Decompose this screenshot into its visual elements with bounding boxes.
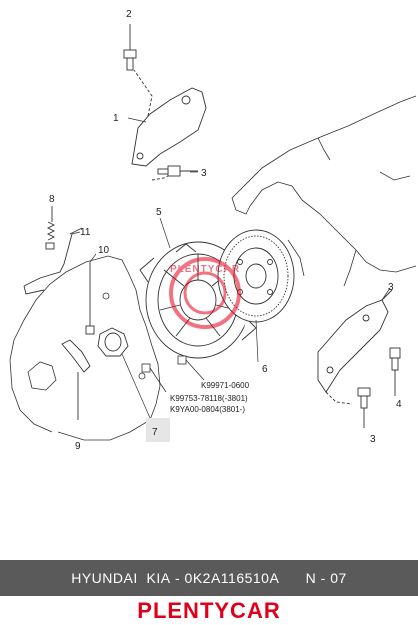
footer-gap [279,570,305,586]
callout-3-bottom: 3 [370,434,376,445]
leader-lines [69,117,391,419]
part-number-k9ya00: K9YA00-0804(3801-) [170,405,245,414]
bolt-middle [157,165,198,177]
release-fork-assembly [23,206,129,420]
watermark-logo: PLENTYCAR [169,257,241,329]
transmission-housing [231,95,417,287]
bolt-top [123,24,137,71]
callout-4: 4 [396,399,402,410]
exploded-parts-diagram: PLENTYCAR 2 1 3 8 5 11 10 3 6 4 7 3 9 K9… [9,9,417,452]
callout-2: 3 [388,282,394,293]
callout-numbers: 2 1 3 8 5 11 10 3 6 4 7 3 9 [49,9,402,452]
bracket-part-2 [317,289,393,405]
callout-5: 5 [156,207,162,218]
bolt-bottom-right [357,387,371,428]
part-number-annotations: K99971-0600 K99753-78118(-3801) K9YA00-0… [170,381,250,414]
callout-7: 7 [152,427,158,438]
part-number-k99753: K99753-78118(-3801) [170,394,248,403]
clutch-disc [217,229,295,323]
small-bolts-center [141,355,205,393]
callout-9: 9 [75,441,81,452]
bolt-right [389,347,401,396]
footer-maker: HYUNDAI KIA [71,570,171,586]
highlight-box [146,418,170,442]
part-number-k99971: K99971-0600 [201,381,250,390]
footer-separator: - [170,570,185,586]
clutch-housing [9,255,161,441]
callout-1: 1 [113,113,119,124]
callout-3-middle: 3 [201,168,207,179]
callout-6: 6 [262,364,268,375]
callout-3-top: 2 [126,9,132,20]
footer-bar: HYUNDAI KIA - 0K2A116510A N - 07 [0,560,418,596]
callout-8: 8 [49,194,55,205]
callout-10: 10 [98,245,110,256]
callout-11: 11 [80,227,91,238]
svg-text:PLENTYCAR: PLENTYCAR [170,264,240,275]
footer-part-number: 0K2A116510A [184,570,280,586]
brand-name: PLENTYCAR [137,598,281,623]
footer-page: N - 07 [305,570,347,586]
bracket-part-1 [131,69,207,181]
